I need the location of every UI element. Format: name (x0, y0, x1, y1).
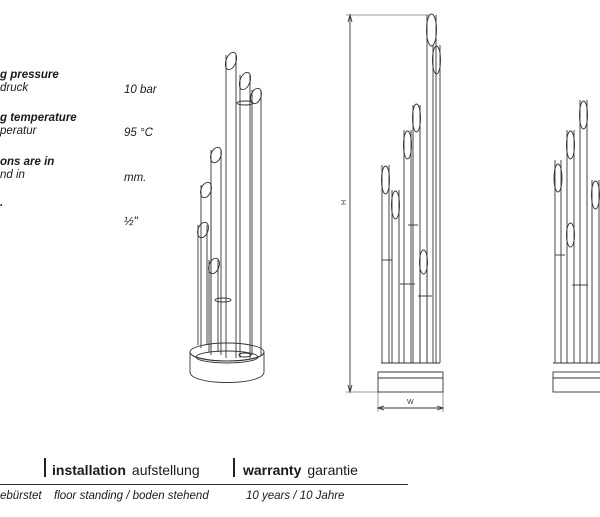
material-value: ebürstet (0, 490, 42, 502)
spec-value-connection: ½" (124, 216, 138, 228)
installation-header-de: aufstellung (131, 462, 200, 478)
spec-label-en: . (0, 197, 4, 209)
spec-value-dimensions: mm. (124, 172, 147, 184)
warranty-header-en: warranty (243, 462, 302, 478)
footer-separator (44, 458, 46, 477)
installation-header: installation aufstellung (52, 462, 200, 478)
perspective-view (189, 51, 265, 383)
spec-label-en: g pressure (0, 69, 59, 81)
spec-dimensions: ons are in nd in (0, 156, 54, 182)
front-view (346, 13, 445, 412)
footer-separator (233, 458, 235, 477)
spec-connection: . (0, 197, 3, 210)
warranty-value: 10 years / 10 Jahre (246, 490, 345, 502)
warranty-header-de: garantie (307, 462, 358, 478)
spec-working-temperature: g temperature peratur (0, 112, 77, 138)
spec-label-de: druck (0, 82, 29, 94)
height-label: H (341, 200, 348, 205)
spec-label-en: g temperature (0, 112, 77, 124)
footer-rule (0, 484, 408, 485)
spec-working-pressure: g pressure druck (0, 69, 59, 95)
spec-label-en: ons are in (0, 156, 55, 168)
spec-label-de: nd in (0, 169, 25, 181)
width-label: W (407, 399, 414, 406)
spec-value-temperature: 95 °C (124, 127, 153, 139)
installation-value: floor standing / boden stehend (54, 490, 209, 502)
spec-value-pressure: 10 bar (124, 84, 157, 96)
installation-header-en: installation (52, 462, 126, 478)
warranty-header: warranty garantie (243, 462, 358, 478)
spec-label-de: peratur (0, 125, 37, 137)
side-view (552, 100, 600, 393)
